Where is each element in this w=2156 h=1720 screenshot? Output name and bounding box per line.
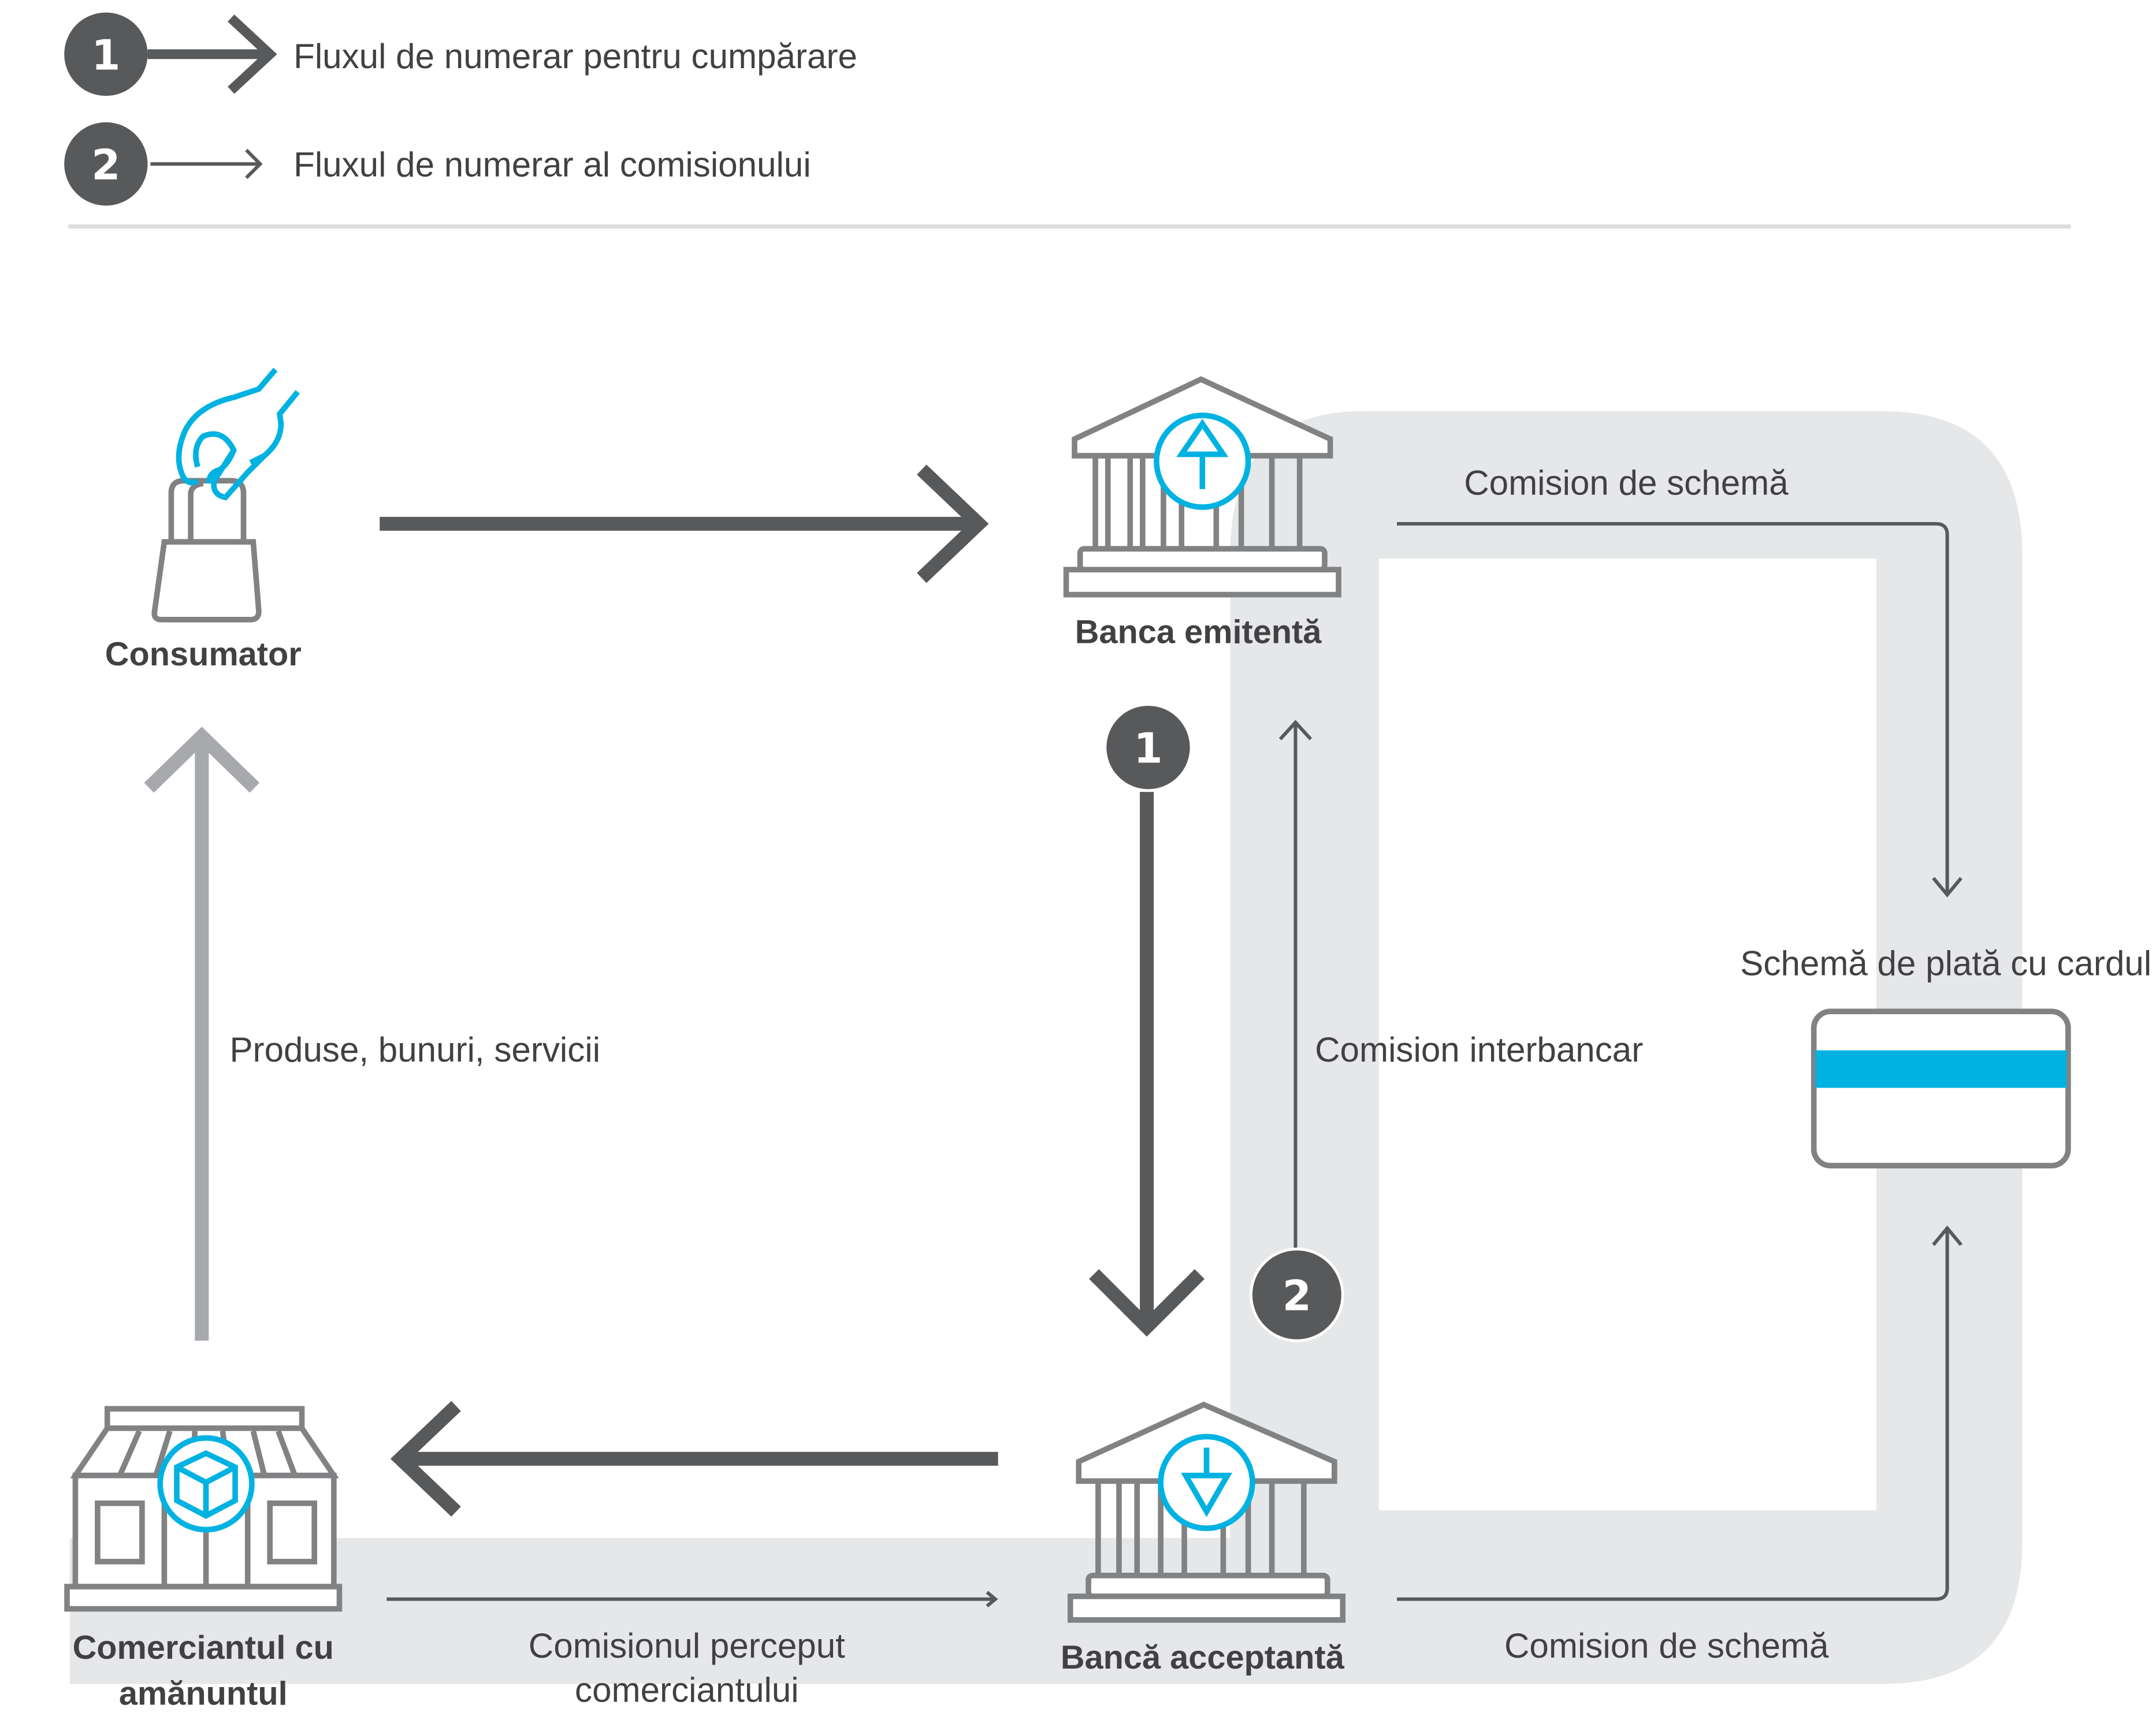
legend-item-purchase: 1 Fluxul de numerar pentru cumpărare [64,12,857,96]
purchase-arrow-acquirer-to-merchant [390,1401,998,1517]
legend-item-fee: 2 Fluxul de numerar al comisionului [64,122,811,206]
purchase-arrow-issuer-to-acquirer [1089,792,1205,1337]
shopping-bag-hand-icon [151,367,300,623]
acquiring-bank-node: Bancă acceptantă [1061,1401,1346,1676]
bank-up-arrow-icon [1063,376,1341,598]
storefront-box-icon [64,1406,343,1612]
scheme-fee-top-label: Comision de schemă [1464,463,1789,502]
legend: 1 Fluxul de numerar pentru cumpărare 2 F… [64,12,2071,229]
legend-badge-2-number: 2 [91,141,120,189]
merchant-fee-label-line2: comerciantului [575,1671,799,1710]
goods-arrow-merchant-to-consumer [144,727,260,1341]
scheme-fee-arrow-issuer-to-scheme [1397,522,1963,898]
interchange-flow-badge: 2 [1250,1248,1344,1342]
card-scheme-label: Schemă de plată cu cardul [1740,944,2151,983]
thick-arrow-icon [147,14,277,94]
interchange-arrow-acquirer-to-issuer [1278,720,1313,1250]
credit-card-icon [1811,1008,2071,1169]
merchant-label-line1: Comerciantul cu [73,1629,334,1666]
acquiring-bank-label: Bancă acceptantă [1061,1639,1345,1676]
legend-badge-2 [64,122,148,206]
legend-label-purchase: Fluxul de numerar pentru cumpărare [293,37,857,76]
consumer-node: Consumator [105,367,302,673]
legend-badge-1 [64,12,148,96]
thin-arrow-icon [150,148,263,180]
bank-down-arrow-icon [1067,1401,1346,1623]
fee-flow-band [69,411,2023,1684]
consumer-label: Consumator [105,636,302,673]
goods-flow-label: Produse, bunuri, servicii [229,1030,600,1069]
purchase-arrow-consumer-to-issuer [380,464,989,583]
card-scheme-node: Schemă de plată cu cardul [1740,944,2151,1169]
interchange-flow-badge-number: 2 [1283,1272,1311,1320]
merchant-node: Comerciantul cu amănuntul [64,1406,343,1712]
legend-label-fee: Fluxul de numerar al comisionului [293,145,811,184]
interchange-fee-label: Comision interbancar [1315,1030,1643,1069]
issuing-bank-node: Banca emitentă [1063,376,1341,651]
merchant-fee-label-line1: Comisionul perceput [529,1626,845,1665]
scheme-fee-arrow-acquirer-to-scheme [1397,1225,1963,1601]
purchase-flow-badge-number: 1 [1133,725,1162,773]
fee-arrow-merchant-to-acquirer [386,1591,998,1608]
merchant-label-line2: amănuntul [119,1676,288,1712]
legend-badge-1-number: 1 [91,31,120,80]
purchase-flow-badge: 1 [1103,703,1193,792]
issuing-bank-label: Banca emitentă [1075,614,1322,651]
scheme-fee-bottom-label: Comision de schemă [1504,1626,1829,1665]
